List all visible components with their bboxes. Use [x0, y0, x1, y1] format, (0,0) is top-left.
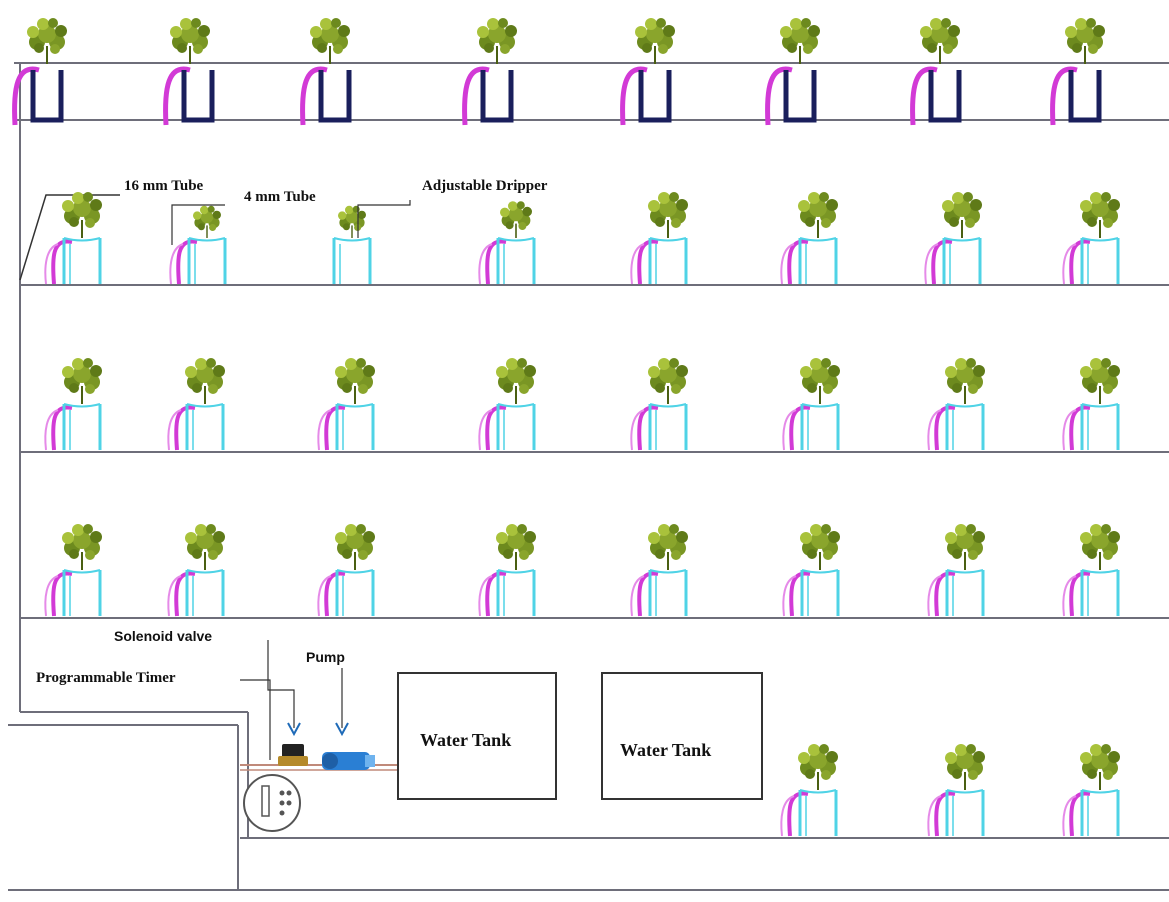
label-4mm-tube: 4 mm Tube	[244, 189, 316, 205]
row-3-pots	[43, 357, 1121, 452]
water-tank-1	[397, 672, 557, 800]
row-1-pots	[15, 69, 1099, 125]
water-tank-2	[601, 672, 763, 800]
main-tube-16mm	[19, 194, 120, 281]
solenoid-valve-icon	[278, 744, 308, 766]
lettuce-plant-icon	[26, 17, 68, 65]
label-16mm-tube: 16 mm Tube	[124, 178, 204, 194]
row-4-pots	[43, 523, 1121, 618]
label-pump: Pump	[306, 649, 345, 665]
lettuce-plant-icon	[309, 17, 351, 65]
lettuce-plant-icon	[476, 17, 518, 65]
lettuce-plant-icon	[779, 17, 821, 65]
timer-dial-icon	[243, 774, 301, 832]
lettuce-plant-icon	[169, 17, 211, 65]
row-2-pots	[43, 191, 1121, 286]
label-programmable-timer: Programmable Timer	[36, 670, 176, 686]
callout-lines	[171, 200, 411, 245]
label-adjustable-dripper: Adjustable Dripper	[422, 178, 548, 194]
row-1-plants	[26, 17, 1106, 65]
bench-pots	[779, 743, 1121, 838]
water-tank-1-label: Water Tank	[420, 730, 511, 750]
pump-icon	[322, 752, 375, 770]
label-solenoid-valve: Solenoid valve	[114, 628, 212, 644]
water-tank-2-label: Water Tank	[620, 740, 711, 760]
lettuce-plant-icon	[634, 17, 676, 65]
lettuce-plant-icon	[919, 17, 961, 65]
control-leaders	[240, 640, 349, 760]
lettuce-plant-icon	[1064, 17, 1106, 65]
